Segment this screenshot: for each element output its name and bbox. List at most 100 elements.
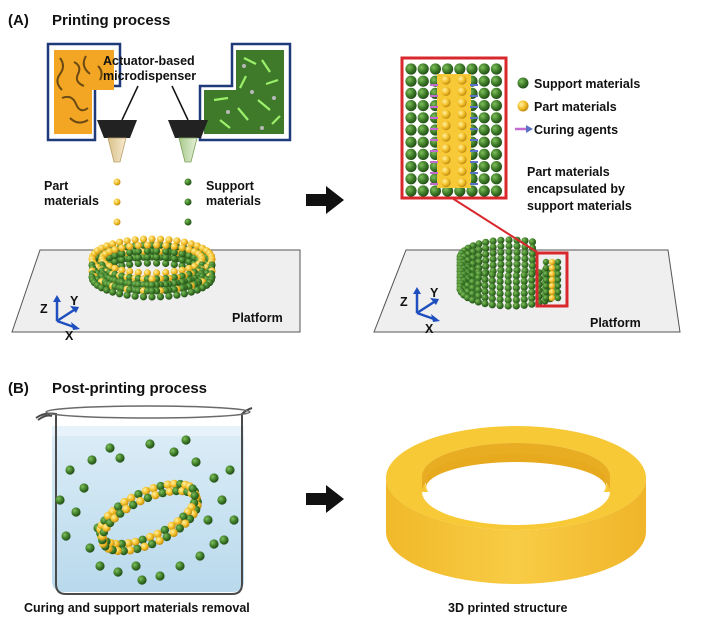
support-bead <box>490 173 502 185</box>
support-bead <box>405 63 417 75</box>
support-bead <box>134 253 142 262</box>
dispenser-label-line1: Actuator-based <box>103 54 195 68</box>
ring-highlight-box <box>535 251 569 308</box>
support-bead <box>417 100 429 112</box>
support-bead <box>119 546 128 556</box>
part-bead <box>178 266 186 274</box>
part-bead <box>126 546 135 555</box>
support-bead <box>442 185 454 197</box>
support-bead <box>117 539 126 549</box>
support-bead <box>405 75 417 87</box>
support-bead <box>542 270 550 278</box>
legend-support-label: Support materials <box>534 77 640 91</box>
support-bead <box>490 136 502 148</box>
support-bead <box>162 259 170 268</box>
part-bead <box>111 264 119 272</box>
support-bead <box>505 260 513 268</box>
part-bead <box>131 537 140 547</box>
part-bead <box>127 493 136 503</box>
support-bead <box>521 261 529 269</box>
axes-left <box>53 295 80 330</box>
support-bead <box>512 278 520 286</box>
support-bead <box>482 238 490 246</box>
support-bead <box>474 292 482 300</box>
support-bead <box>65 465 75 475</box>
part-bead <box>457 98 467 108</box>
part-bead <box>105 248 114 256</box>
support-bead <box>490 75 502 87</box>
support-bead <box>79 483 89 493</box>
support-bead <box>209 539 219 549</box>
part-bead <box>548 294 556 302</box>
support-bead <box>405 136 417 148</box>
legend: Support materials Part materials Curing … <box>515 77 640 137</box>
part-bead <box>173 517 182 526</box>
support-bead <box>542 282 550 290</box>
part-bead <box>118 244 126 252</box>
support-bead <box>468 290 477 298</box>
support-bead <box>137 575 147 585</box>
support-bead <box>153 253 161 261</box>
support-bead <box>505 266 513 274</box>
support-bead <box>187 288 195 296</box>
support-bead <box>454 63 466 75</box>
support-bead <box>134 259 142 268</box>
support-bead <box>114 502 123 511</box>
support-bead <box>133 544 142 554</box>
part-bead <box>548 270 556 278</box>
support-bead <box>542 294 550 302</box>
part-bead <box>169 528 178 538</box>
part-bead <box>134 241 142 250</box>
support-bead <box>482 256 490 264</box>
part-bead <box>167 521 176 531</box>
support-bead <box>145 439 155 449</box>
support-bead <box>496 272 504 280</box>
support-bead <box>193 286 201 294</box>
part-bead <box>151 491 160 500</box>
support-bead <box>554 264 562 272</box>
support-bead <box>126 254 134 263</box>
support-bead <box>478 173 490 185</box>
legend-part-label: Part materials <box>534 100 617 114</box>
support-bead <box>118 250 126 258</box>
support-bead <box>490 148 502 160</box>
support-bead <box>116 509 125 518</box>
support-bead <box>475 258 483 266</box>
support-bead <box>170 260 178 269</box>
support-bead <box>190 491 199 500</box>
support-bead <box>147 539 157 549</box>
support-bead <box>138 535 147 544</box>
part-bead <box>109 240 117 248</box>
axis-left-z: Z <box>40 302 48 316</box>
support-label-line2: materials <box>206 194 261 208</box>
support-bead <box>468 278 477 286</box>
support-bead <box>442 63 454 75</box>
support-bead <box>504 272 512 280</box>
support-bead <box>528 262 537 270</box>
support-bead <box>143 259 151 267</box>
support-bead <box>225 465 235 475</box>
part-bead <box>149 484 158 493</box>
support-bead <box>497 260 505 268</box>
axis-left-x: X <box>65 329 74 343</box>
part-bead <box>153 241 161 249</box>
support-bead <box>170 279 178 288</box>
dispenser-label-line2: microdispenser <box>103 69 196 83</box>
part-bead <box>170 242 178 251</box>
support-bead <box>105 443 115 453</box>
support-bead <box>129 500 138 510</box>
support-bead <box>155 571 165 581</box>
platform-right <box>373 249 681 333</box>
support-bead <box>490 124 502 136</box>
support-bead <box>405 100 417 112</box>
support-bead <box>475 240 483 248</box>
support-bead <box>217 495 227 505</box>
support-bead <box>454 185 466 197</box>
caption-left: Curing and support materials removal <box>24 601 250 615</box>
part-bead <box>145 532 155 542</box>
support-bead <box>203 515 213 525</box>
part-bead <box>118 266 126 274</box>
panel-a-title: Printing process <box>52 12 170 29</box>
part-label-line1: Part <box>44 179 69 193</box>
support-bead <box>512 290 520 298</box>
